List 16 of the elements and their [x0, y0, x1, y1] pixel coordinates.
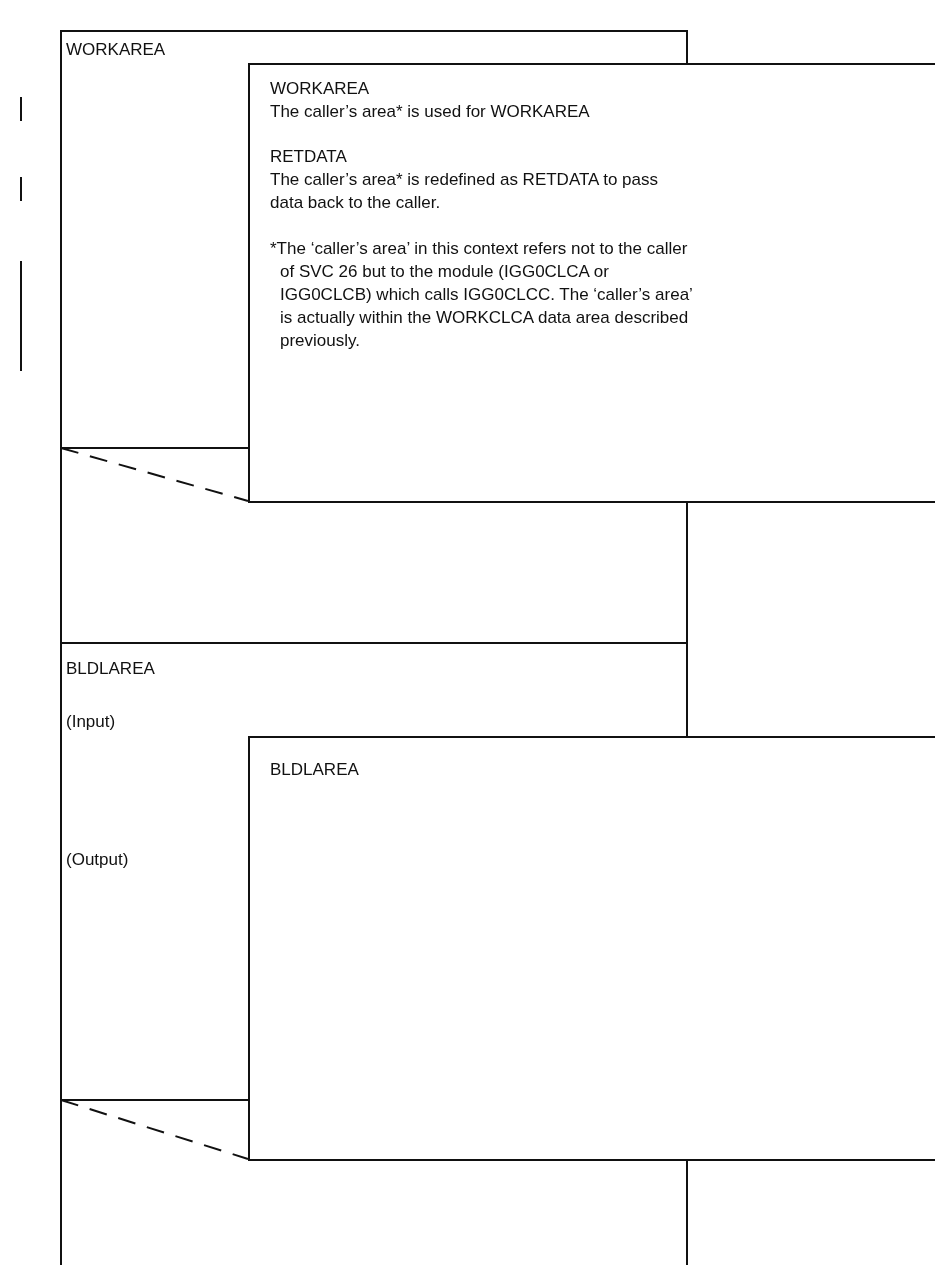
box-heading: BLDLAREA — [66, 658, 156, 680]
box-heading: WORKAREA — [66, 39, 167, 61]
box-heading: BLDLAREA — [270, 759, 360, 781]
description-text: The caller’s area* is redefined as RETDATA to pass data back to the caller. — [270, 169, 660, 214]
description-text: (Output) — [66, 849, 130, 871]
description-box — [248, 736, 935, 1161]
expansion-line — [60, 1099, 249, 1101]
description-text: The caller’s area* is used for WORKAREA — [270, 101, 591, 123]
description-text: (Input) — [66, 711, 117, 733]
dashed-expansion-line — [60, 447, 249, 502]
footnote: *The ‘caller’s area’ in this context refers not to the caller of SVC 26 but to the module (IGG0CLCA or IGG0CLCB) which calls IGG0CLCC. The ‘caller’s area’ is actually within the WORKCLCA data area described previously. — [270, 238, 694, 352]
description-box — [248, 63, 935, 503]
expansion-line — [60, 447, 249, 449]
box-heading: WORKAREA — [270, 78, 371, 100]
box-heading: RETDATA — [270, 146, 348, 168]
dashed-expansion-line — [60, 1099, 249, 1160]
